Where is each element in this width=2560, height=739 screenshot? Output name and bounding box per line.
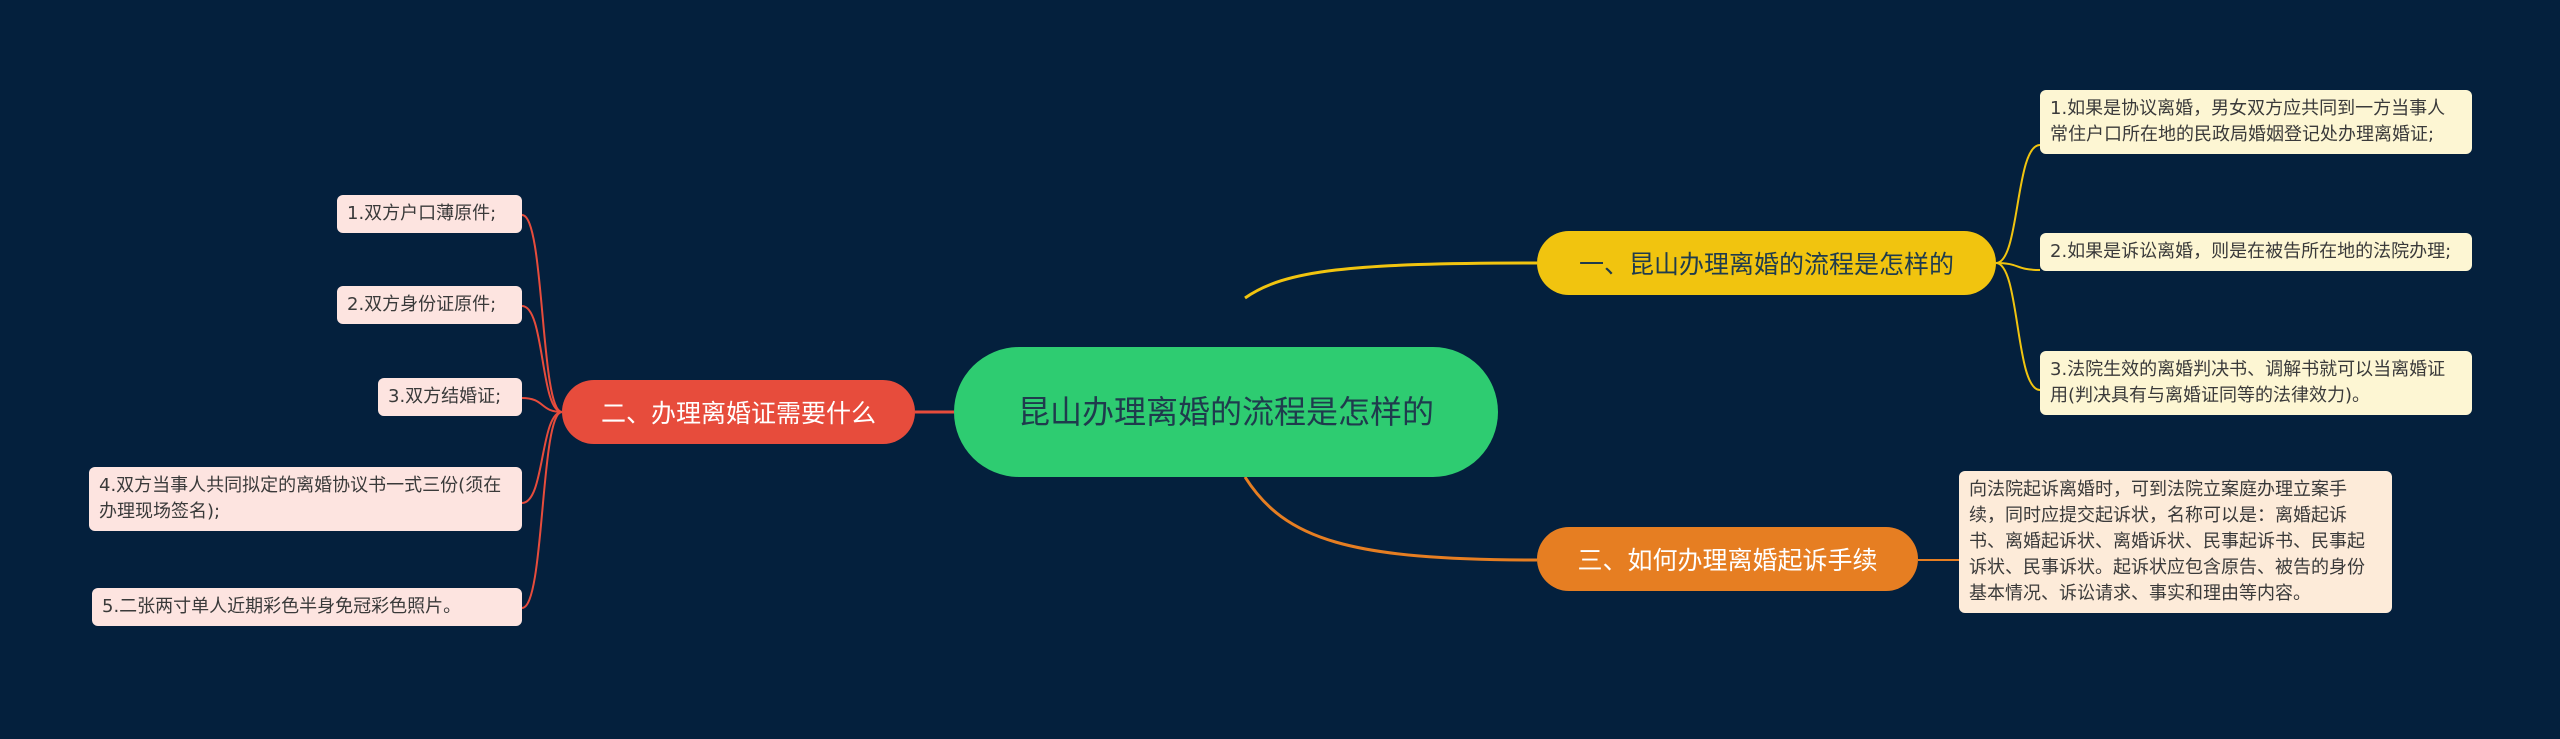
link-root-branch-1: [1244, 261, 1538, 300]
link-branch-2-leaf-3: [521, 397, 563, 413]
link-branch-2-leaf-4: [521, 411, 563, 504]
leaf-1-2[interactable]: 2.如果是诉讼离婚，则是在被告所在地的法院办理;: [2040, 233, 2472, 271]
link-branch-1-leaf-3: [1995, 262, 2041, 391]
link-branch-2-leaf-2: [521, 305, 563, 413]
leaf-2-5[interactable]: 5.二张两寸单人近期彩色半身免冠彩色照片。: [92, 588, 522, 626]
leaf-3-1[interactable]: 向法院起诉离婚时，可到法院立案庭办理立案手续，同时应提交起诉状，名称可以是：离婚…: [1959, 471, 2392, 613]
link-branch-1-leaf-1: [1995, 144, 2041, 264]
branch-topic-2[interactable]: 二、办理离婚证需要什么: [562, 380, 915, 444]
leaf-2-1[interactable]: 1.双方户口薄原件;: [337, 195, 522, 233]
link-branch-1-leaf-2: [1995, 262, 2041, 271]
leaf-1-3[interactable]: 3.法院生效的离婚判决书、调解书就可以当离婚证用(判决具有与离婚证同等的法律效力…: [2040, 351, 2472, 415]
link-branch-2-leaf-1: [521, 214, 563, 413]
link-root-branch-3: [1243, 476, 1538, 562]
root-topic[interactable]: 昆山办理离婚的流程是怎样的: [954, 347, 1498, 477]
leaf-2-3[interactable]: 3.双方结婚证;: [378, 378, 522, 416]
leaf-2-2[interactable]: 2.双方身份证原件;: [337, 286, 522, 324]
branch-topic-3[interactable]: 三、如何办理离婚起诉手续: [1537, 527, 1918, 591]
branch-topic-1[interactable]: 一、昆山办理离婚的流程是怎样的: [1537, 231, 1996, 295]
leaf-2-4[interactable]: 4.双方当事人共同拟定的离婚协议书一式三份(须在办理现场签名);: [89, 467, 522, 531]
link-branch-2-leaf-5: [521, 411, 563, 609]
leaf-1-1[interactable]: 1.如果是协议离婚，男女双方应共同到一方当事人常住户口所在地的民政局婚姻登记处办…: [2040, 90, 2472, 154]
